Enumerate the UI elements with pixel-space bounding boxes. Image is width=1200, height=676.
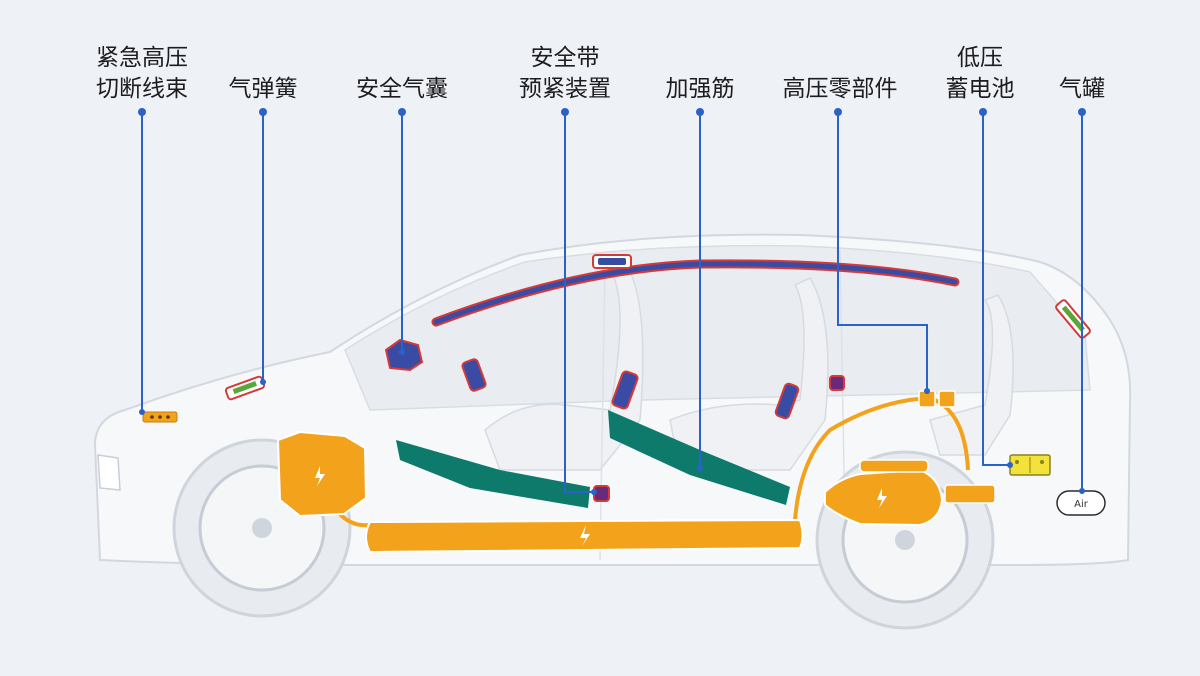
lightning-bolt-icon <box>877 488 887 508</box>
label-hv-cutoff: 紧急高压 切断线束 <box>96 45 188 102</box>
hv-cable-rear <box>793 395 970 521</box>
label-gas-tank: 气罐 <box>1059 76 1105 102</box>
label-lv-battery: 低压 蓄电池 <box>945 45 1015 102</box>
hv-small-part-2 <box>938 390 956 408</box>
headlight <box>97 454 121 491</box>
hv-battery-pack <box>365 518 804 554</box>
seat-airbag-mid <box>611 370 639 410</box>
gas-cylinder-icon: Air <box>1056 490 1106 516</box>
hv-cutoff-harness <box>142 411 178 423</box>
leader-belt-pretensioner <box>564 112 594 493</box>
hv-rear-top <box>859 459 929 473</box>
seat-airbag-front <box>461 358 487 392</box>
label-reinforcement: 加强筋 <box>665 76 735 102</box>
seat-rear <box>669 277 829 471</box>
lightning-bolt-icon <box>315 466 325 486</box>
seat-airbag-rear <box>774 382 800 420</box>
leader-dots <box>138 108 1086 495</box>
gas-tank-text: Air <box>1074 499 1089 510</box>
label-belt-pretensioner: 安全带 预紧装置 <box>519 45 611 102</box>
car-cabin-glass <box>344 244 1091 411</box>
leader-lines <box>141 112 1083 493</box>
reinforcement-beam-front <box>396 440 590 508</box>
hv-front-motor <box>276 430 368 518</box>
hv-rear-motor <box>824 468 944 527</box>
label-hv-parts: 高压零部件 <box>782 76 898 102</box>
lightning-bolt-icon <box>580 525 590 546</box>
leader-lv-battery <box>982 112 1010 466</box>
label-gas-spring: 气弹簧 <box>228 76 298 102</box>
leader-hv-parts <box>837 112 928 391</box>
lv-battery-unit <box>1009 454 1051 476</box>
seat-airbag-small <box>829 375 845 391</box>
seat-front <box>484 261 644 471</box>
hv-rear-module <box>944 484 996 504</box>
label-airbag: 安全气囊 <box>356 76 448 102</box>
steering-airbag <box>384 338 424 372</box>
door-line-front <box>599 264 606 561</box>
